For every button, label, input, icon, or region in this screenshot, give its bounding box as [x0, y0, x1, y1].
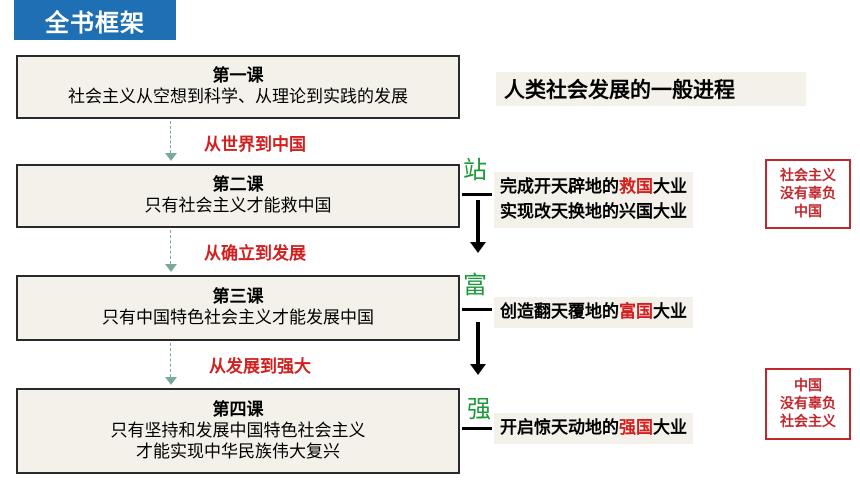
progress-arrow-2-line	[476, 322, 480, 364]
stage-rich: 富	[463, 271, 487, 299]
progress-header: 人类社会发展的一般进程	[496, 72, 806, 106]
frame-title: 全书框架	[14, 0, 176, 40]
task-strong-box: 开启惊天动地的强国大业	[494, 413, 693, 444]
lesson-1-box: 第一课 社会主义从空想到科学、从理论到实践的发展	[16, 55, 460, 119]
side-note-2: 中国 没有辜负 社会主义	[765, 368, 851, 440]
connector-2-line	[170, 230, 171, 264]
task-stand-line-1: 完成开天辟地的救国大业	[500, 177, 687, 197]
lesson-1-title: 第一课	[212, 66, 264, 86]
progress-header-text: 人类社会发展的一般进程	[504, 78, 735, 102]
lesson-3-text: 只有中国特色社会主义才能发展中国	[102, 308, 374, 328]
lesson-1-text: 社会主义从空想到科学、从理论到实践的发展	[68, 87, 408, 107]
stage-strong: 强	[467, 395, 491, 423]
lesson-2-box: 第二课 只有社会主义才能救中国	[16, 164, 460, 228]
progress-arrow-1-icon	[470, 242, 486, 253]
lesson-4-link	[462, 427, 492, 430]
transition-label-2: 从确立到发展	[204, 244, 306, 264]
lesson-4-text-line-1: 只有坚持和发展中国特色社会主义	[110, 420, 366, 441]
transition-label-3: 从发展到强大	[209, 357, 311, 377]
lesson-4-title: 第四课	[212, 399, 264, 420]
task-stand-box: 完成开天辟地的救国大业 实现改天换地的兴国大业	[494, 172, 693, 228]
connector-1-arrow-icon	[165, 153, 177, 161]
lesson-4-box: 第四课 只有坚持和发展中国特色社会主义 才能实现中华民族伟大复兴	[16, 388, 460, 474]
lesson-2-text: 只有社会主义才能救中国	[144, 196, 332, 216]
progress-arrow-1-line	[476, 200, 480, 242]
side-note-1: 社会主义 没有辜负 中国	[765, 159, 851, 229]
task-rich-box: 创造翻天覆地的富国大业	[494, 297, 693, 328]
stage-stand: 站	[463, 156, 487, 184]
lesson-2-link	[462, 193, 492, 196]
connector-3-line	[170, 343, 171, 377]
connector-2-arrow-icon	[165, 264, 177, 272]
task-stand-line-2: 实现改天换地的兴国大业	[500, 202, 687, 222]
connector-3-arrow-icon	[165, 377, 177, 385]
lesson-4-text-line-2: 才能实现中华民族伟大复兴	[136, 441, 340, 462]
connector-1-line	[170, 121, 171, 153]
lesson-3-box: 第三课 只有中国特色社会主义才能发展中国	[16, 275, 460, 341]
lesson-3-link	[462, 308, 492, 311]
lesson-3-title: 第三课	[212, 287, 264, 307]
transition-label-1: 从世界到中国	[204, 135, 306, 155]
lesson-2-title: 第二课	[212, 175, 264, 195]
progress-arrow-2-icon	[470, 364, 486, 375]
